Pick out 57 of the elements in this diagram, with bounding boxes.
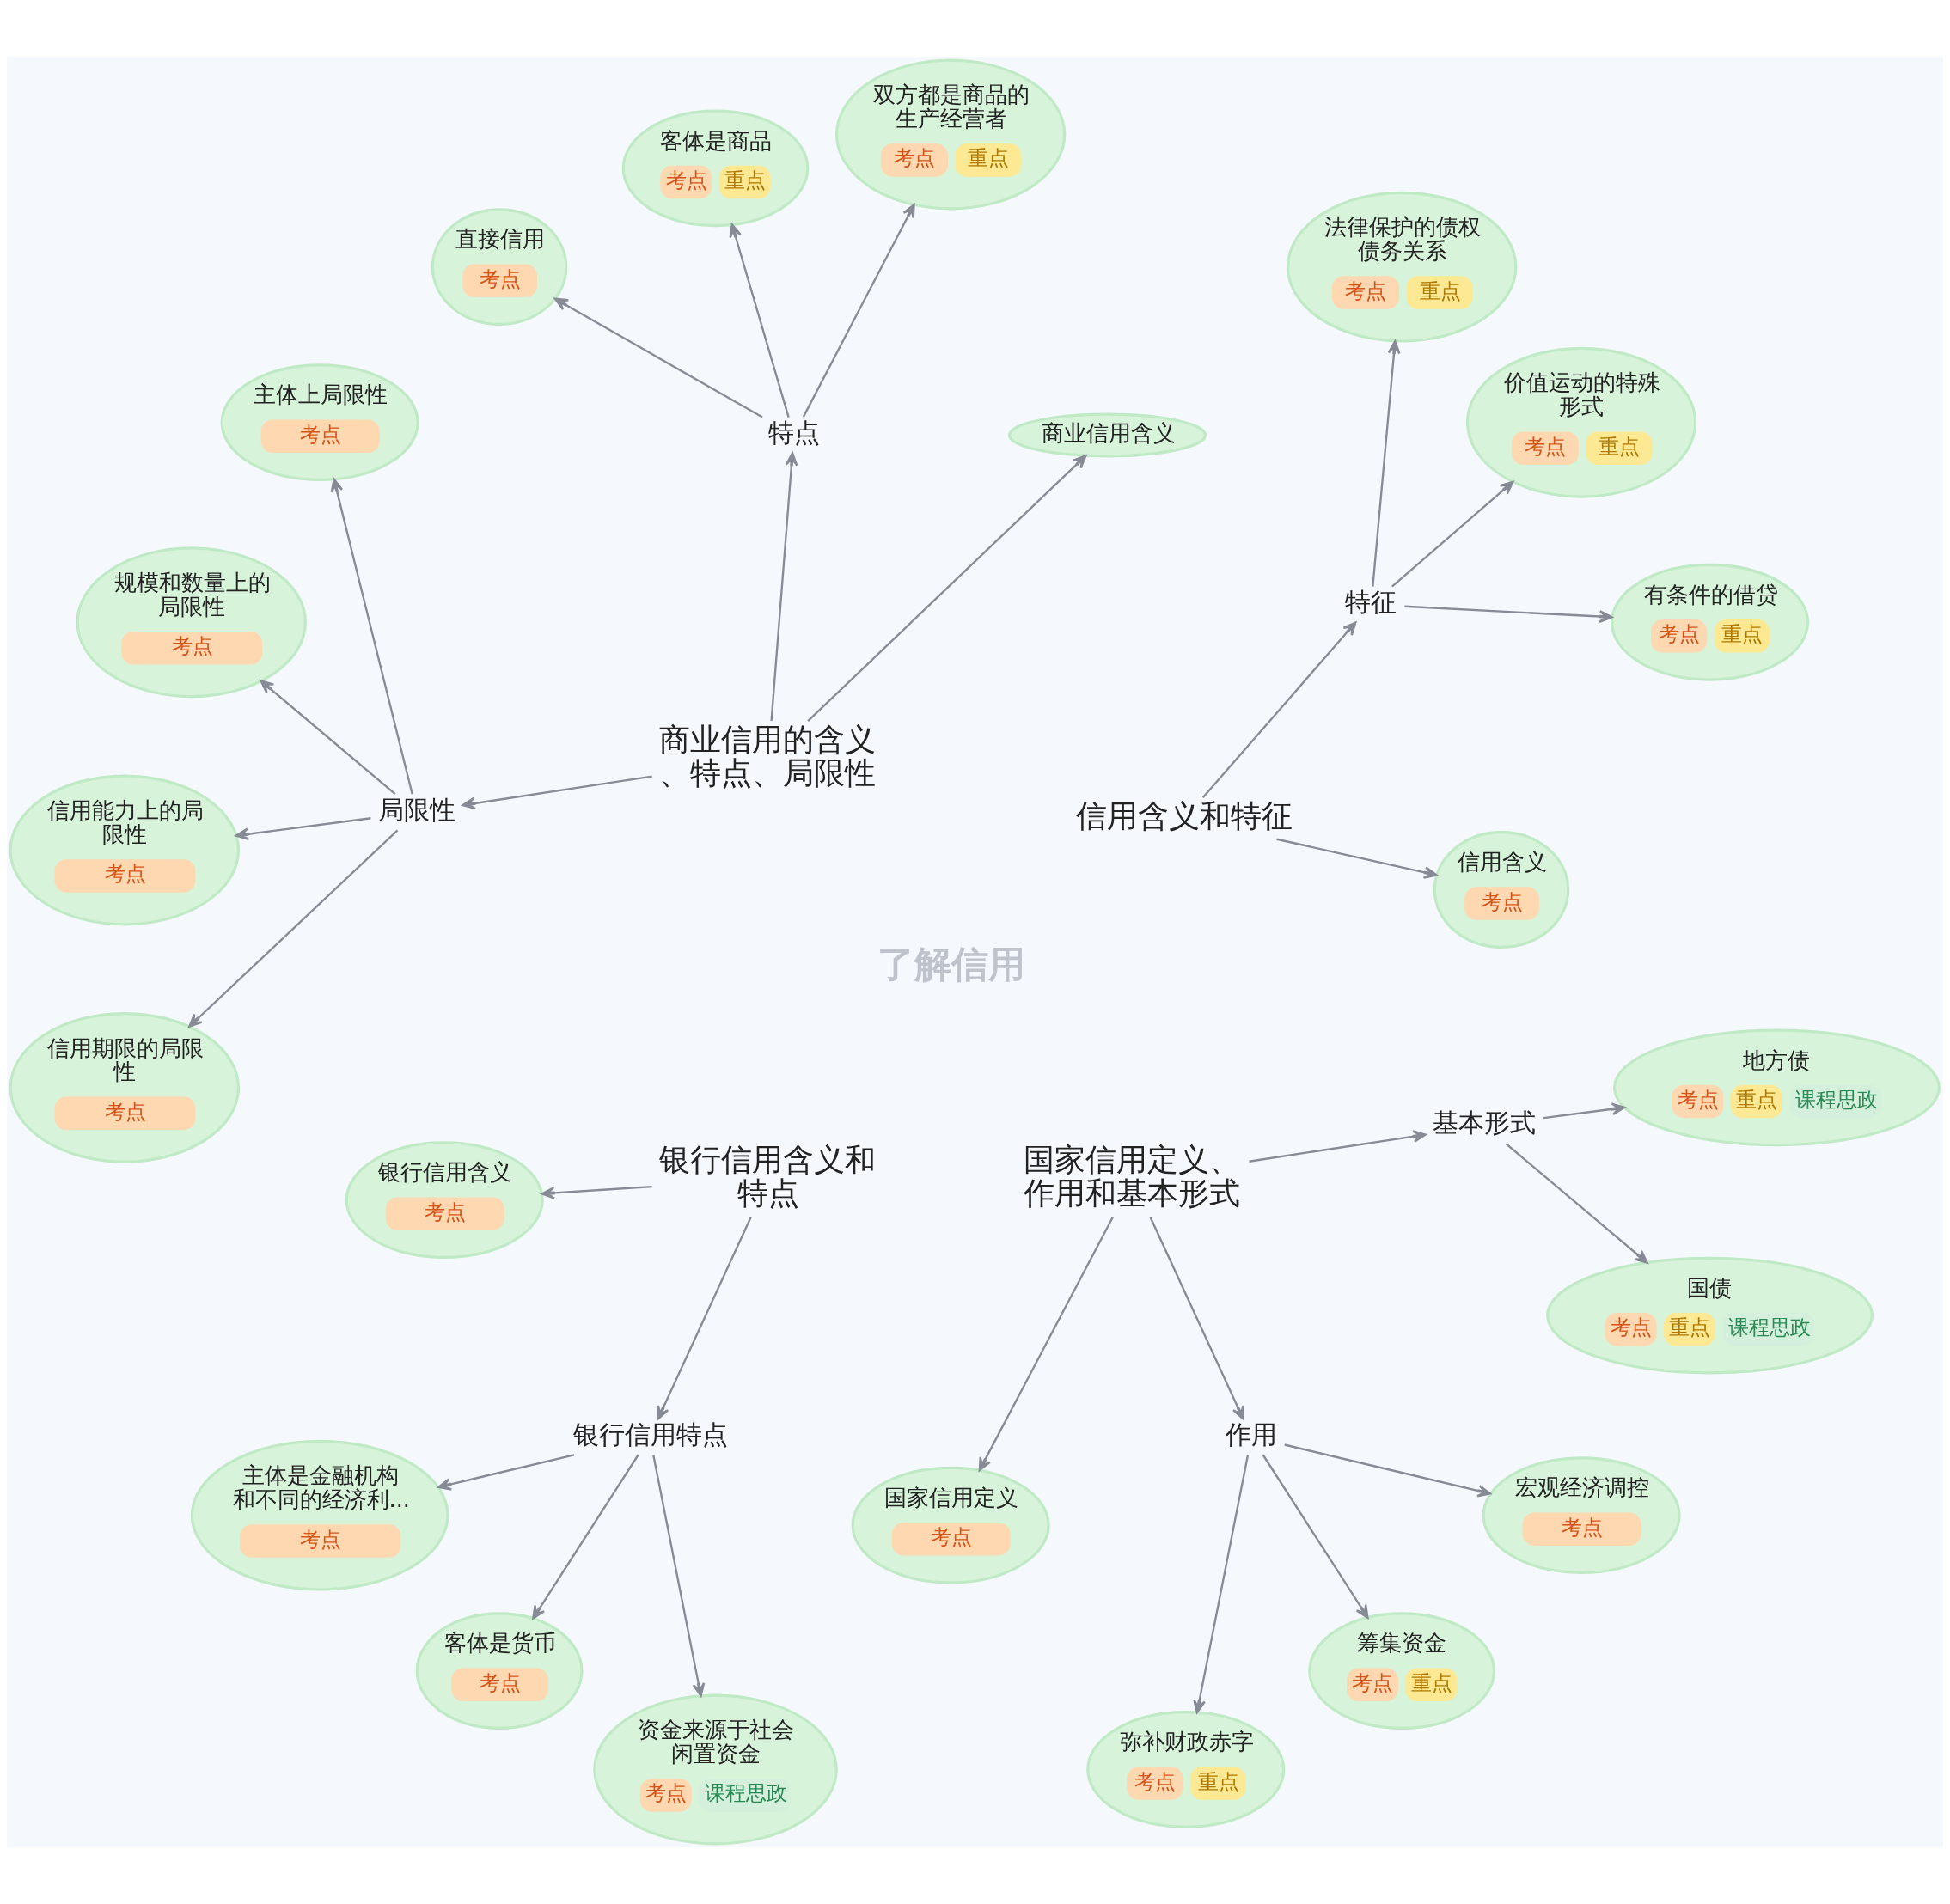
node-text: 局限性 — [377, 794, 455, 825]
node-ellipse: 信用能力上的局限性 考点 — [9, 774, 241, 926]
arrow — [802, 204, 915, 418]
arrow — [652, 1455, 706, 1697]
arrow — [657, 1216, 752, 1420]
arrow — [437, 1454, 575, 1491]
arrow — [1149, 1216, 1244, 1420]
arrow — [1201, 621, 1357, 799]
arrow — [770, 452, 798, 722]
arrow — [553, 297, 763, 418]
arrow — [978, 1216, 1115, 1472]
node-ellipse: 有条件的借贷 考点 重点 — [1610, 563, 1810, 681]
node-text: 商业信用的含义、特点、局限性 — [659, 720, 877, 792]
node-ellipse: 价值运动的特殊形式 考点 重点 — [1465, 346, 1697, 498]
arrow — [260, 680, 396, 795]
arrow — [1543, 1102, 1626, 1120]
arrow — [532, 1454, 639, 1620]
node-ellipse: 弥补财政赤字 考点 重点 — [1086, 1711, 1286, 1828]
node-ellipse: 主体是金融机构和不同的经济利... 考点 — [190, 1439, 449, 1591]
arrow — [1193, 1455, 1250, 1714]
arrow — [1249, 1130, 1427, 1163]
node-text: 作用 — [1226, 1419, 1278, 1449]
node-ellipse: 资金来源于社会闲置资金 考点 课程思政 — [593, 1693, 838, 1846]
node-text: 银行信用含义和特点 — [659, 1140, 877, 1212]
arrow — [330, 478, 413, 795]
arrow — [541, 1185, 652, 1199]
node-ellipse: 客体是商品 考点 重点 — [621, 109, 810, 228]
node-ellipse: 规模和数量上的局限性 考点 — [76, 546, 307, 699]
node-text: 特征 — [1345, 587, 1397, 618]
node-ellipse: 宏观经济调控 考点 — [1482, 1456, 1681, 1575]
arrow — [235, 817, 371, 841]
node-text: 国家信用定义、作用和基本形式 — [1024, 1140, 1241, 1212]
node-ellipse: 信用含义 考点 — [1433, 831, 1570, 949]
node-text: 基本形式 — [1433, 1108, 1537, 1138]
arrow — [1284, 1443, 1492, 1498]
node-ellipse: 国债 考点 重点 课程思政 — [1546, 1256, 1874, 1375]
arrow — [462, 775, 652, 810]
node-ellipse: 法律保护的债权债务关系 考点 重点 — [1286, 191, 1518, 343]
arrow — [1391, 480, 1514, 588]
node-text: 银行信用特点 — [572, 1419, 728, 1449]
node-ellipse: 国家信用定义 考点 — [851, 1466, 1050, 1584]
node-ellipse: 客体是货币 考点 — [415, 1612, 584, 1730]
node-text: 信用含义和特征 — [1075, 796, 1293, 834]
arrow — [188, 829, 399, 1028]
node-ellipse: 商业信用含义 — [1007, 412, 1207, 458]
node-ellipse: 双方都是商品的生产经营者 考点 重点 — [834, 58, 1067, 211]
arrow — [1262, 1454, 1369, 1619]
node-ellipse: 银行信用含义 考点 — [345, 1141, 544, 1260]
node-text: 特点 — [767, 417, 820, 448]
arrow — [807, 455, 1087, 722]
arrow — [1276, 838, 1438, 879]
arrow — [1505, 1143, 1648, 1264]
node-ellipse: 主体上局限性 考点 — [220, 363, 419, 482]
arrow — [1404, 605, 1613, 623]
arrow — [729, 223, 790, 418]
node-ellipse: 筹集资金 考点 重点 — [1308, 1612, 1496, 1730]
arrow — [1372, 339, 1401, 587]
